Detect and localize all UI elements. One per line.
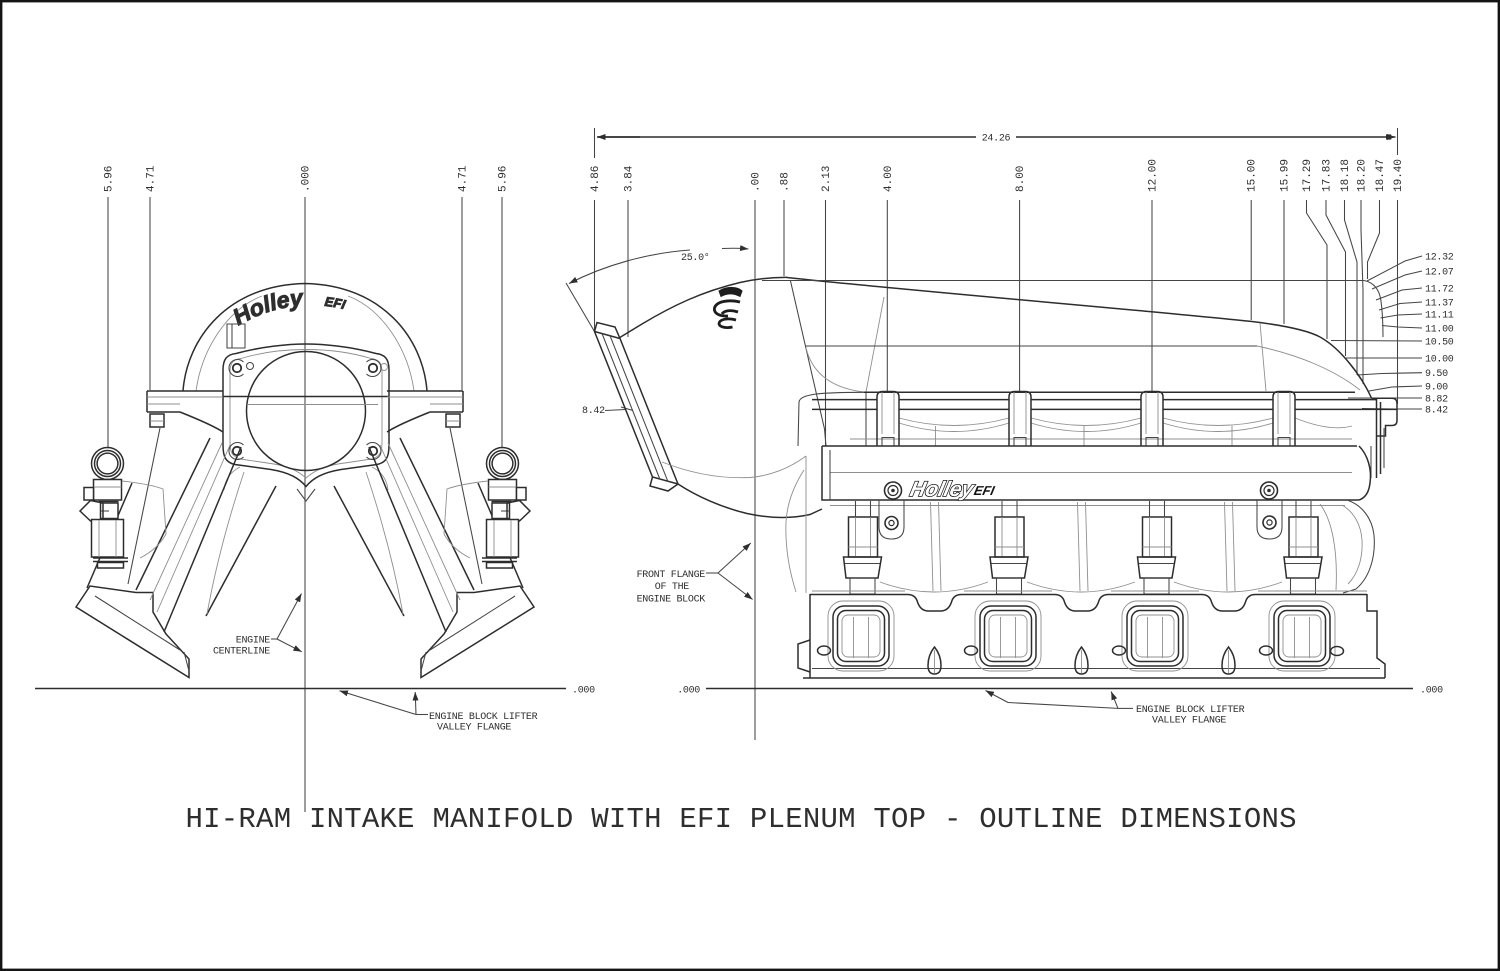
svg-text:12.07: 12.07 bbox=[1425, 268, 1454, 279]
svg-text:EFI: EFI bbox=[324, 294, 347, 312]
svg-text:11.37: 11.37 bbox=[1425, 299, 1454, 310]
svg-text:24.26: 24.26 bbox=[982, 134, 1011, 145]
svg-text:8.42: 8.42 bbox=[582, 406, 605, 417]
svg-text:10.50: 10.50 bbox=[1425, 338, 1454, 349]
svg-text:ENGINE BLOCK: ENGINE BLOCK bbox=[637, 595, 706, 606]
svg-text:18.47: 18.47 bbox=[1375, 159, 1387, 192]
svg-text:10.00: 10.00 bbox=[1425, 355, 1454, 366]
svg-text:.000: .000 bbox=[572, 686, 595, 697]
svg-text:17.29: 17.29 bbox=[1302, 159, 1314, 192]
svg-text:8.00: 8.00 bbox=[1015, 166, 1027, 192]
svg-text:.000: .000 bbox=[677, 686, 700, 697]
svg-text:25.0°: 25.0° bbox=[681, 252, 710, 264]
svg-text:11.11: 11.11 bbox=[1425, 311, 1454, 322]
svg-text:19.40: 19.40 bbox=[1393, 159, 1405, 192]
svg-text:HI-RAM INTAKE MANIFOLD WITH EF: HI-RAM INTAKE MANIFOLD WITH EFI PLENUM T… bbox=[186, 803, 1299, 836]
svg-text:ENGINE BLOCK LIFTER: ENGINE BLOCK LIFTER bbox=[429, 712, 538, 723]
svg-text:4.00: 4.00 bbox=[883, 166, 895, 192]
svg-text:5.96: 5.96 bbox=[498, 166, 510, 192]
svg-text:CENTERLINE: CENTERLINE bbox=[213, 647, 270, 658]
svg-text:9.50: 9.50 bbox=[1425, 369, 1448, 380]
svg-text:15.99: 15.99 bbox=[1280, 159, 1292, 192]
svg-text:9.00: 9.00 bbox=[1425, 383, 1448, 394]
svg-text:VALLEY FLANGE: VALLEY FLANGE bbox=[1152, 716, 1226, 727]
svg-text:VALLEY FLANGE: VALLEY FLANGE bbox=[437, 723, 511, 734]
svg-text:4.71: 4.71 bbox=[146, 165, 158, 192]
svg-text:2.13: 2.13 bbox=[821, 166, 833, 192]
svg-text:18.20: 18.20 bbox=[1357, 159, 1369, 192]
svg-text:5.96: 5.96 bbox=[104, 166, 116, 192]
svg-text:15.00: 15.00 bbox=[1247, 159, 1259, 192]
svg-text:.00: .00 bbox=[751, 172, 763, 192]
svg-text:18.18: 18.18 bbox=[1340, 159, 1352, 192]
svg-text:11.72: 11.72 bbox=[1425, 285, 1454, 296]
svg-text:12.32: 12.32 bbox=[1425, 253, 1454, 264]
svg-text:8.42: 8.42 bbox=[1425, 406, 1448, 417]
svg-text:11.00: 11.00 bbox=[1425, 325, 1454, 336]
svg-text:.88: .88 bbox=[780, 172, 792, 192]
svg-text:12.00: 12.00 bbox=[1148, 159, 1160, 192]
svg-text:Holley: Holley bbox=[908, 478, 977, 501]
svg-text:OF THE: OF THE bbox=[655, 582, 690, 593]
svg-text:3.84: 3.84 bbox=[624, 165, 636, 192]
svg-text:EFI: EFI bbox=[973, 483, 997, 498]
svg-text:8.82: 8.82 bbox=[1425, 395, 1448, 406]
svg-text:ENGINE BLOCK LIFTER: ENGINE BLOCK LIFTER bbox=[1136, 705, 1245, 716]
svg-text:FRONT FLANGE: FRONT FLANGE bbox=[637, 570, 706, 581]
svg-text:4.86: 4.86 bbox=[590, 166, 602, 192]
svg-text:.000: .000 bbox=[301, 166, 313, 192]
svg-text:4.71: 4.71 bbox=[458, 165, 470, 192]
svg-text:.000: .000 bbox=[1420, 686, 1443, 697]
svg-text:17.83: 17.83 bbox=[1322, 159, 1334, 192]
svg-text:ENGINE: ENGINE bbox=[236, 636, 271, 647]
